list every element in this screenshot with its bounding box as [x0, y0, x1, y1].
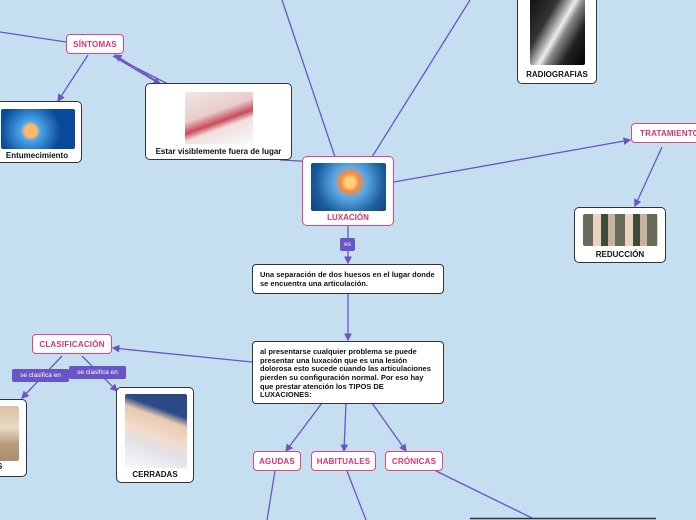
description-text: al presentarse cualquier problema se pue…: [260, 347, 431, 400]
clasificacion-label: CLASIFICACIÓN: [39, 339, 105, 349]
description-box[interactable]: al presentarse cualquier problema se pue…: [252, 341, 444, 404]
abiertas-label: S: [0, 462, 26, 471]
definition-text: Una separación de dos huesos en el lugar…: [260, 270, 435, 288]
abiertas-image: [0, 406, 19, 461]
reduccion-label: REDUCCIÓN: [595, 250, 645, 259]
cerradas-image: [125, 394, 187, 468]
shoulder-image: [311, 163, 386, 211]
sintomas-node[interactable]: SÍNTOMAS: [66, 34, 124, 54]
tratamiento-label: TRATAMIENTO: [640, 128, 696, 138]
radiografias-label: RADIOGRAFIAS: [526, 70, 588, 79]
es-connector-label: es: [344, 241, 351, 248]
sintomas-label: SÍNTOMAS: [73, 39, 117, 49]
xray-image: [530, 0, 585, 65]
fuera-de-lugar-node[interactable]: Estar visiblemente fuera de lugar: [145, 83, 292, 160]
dislocated-hand-image: [185, 92, 253, 144]
luxacion-label: LUXACIÓN: [327, 213, 369, 222]
luxacion-central-node[interactable]: LUXACIÓN: [302, 156, 394, 226]
reduction-image: [583, 214, 658, 246]
fuera-de-lugar-label: Estar visiblemente fuera de lugar: [155, 147, 282, 156]
tipo-agudas-label: AGUDAS: [259, 456, 295, 466]
tipo-habituales-label: HABITUALES: [316, 456, 371, 466]
reduccion-node[interactable]: REDUCCIÓN: [574, 207, 666, 263]
tipo-cronicas-label: CRÓNICAS: [391, 456, 437, 466]
definition-box[interactable]: Una separación de dos huesos en el lugar…: [252, 264, 444, 294]
entumecimiento-label: Entumecimiento: [5, 151, 69, 160]
se-clasifica-tag-2: se clasifica en: [69, 366, 126, 379]
clasificacion-node[interactable]: CLASIFICACIÓN: [32, 334, 112, 354]
tipo-habituales-node[interactable]: HABITUALES: [311, 451, 376, 471]
es-connector-tag: es: [340, 238, 355, 251]
se-clasifica-label-2: se clasifica en: [77, 369, 118, 376]
tipo-cronicas-node[interactable]: CRÓNICAS: [385, 451, 443, 471]
tipo-agudas-node[interactable]: AGUDAS: [253, 451, 301, 471]
tratamiento-node[interactable]: TRATAMIENTO: [631, 123, 696, 143]
cerradas-label: CERRADAS: [132, 470, 178, 479]
entumecimiento-node[interactable]: Entumecimiento: [0, 101, 82, 163]
cerradas-node[interactable]: CERRADAS: [116, 387, 194, 483]
radiografias-node[interactable]: RADIOGRAFIAS: [517, 0, 597, 84]
se-clasifica-label-1: se clasifica en: [20, 372, 61, 379]
abiertas-node[interactable]: S: [0, 399, 27, 477]
se-clasifica-tag-1: se clasifica en: [12, 369, 69, 382]
entumecimiento-image: [1, 109, 75, 149]
